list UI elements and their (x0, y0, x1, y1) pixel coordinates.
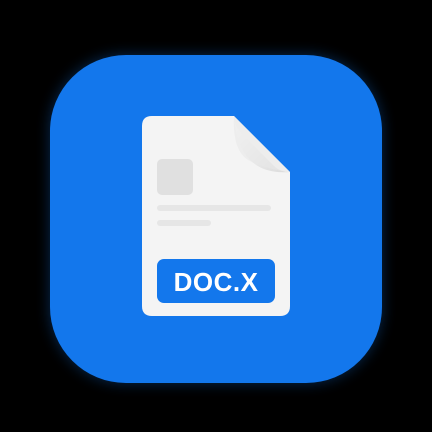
text-line-1 (157, 205, 271, 211)
file-type-badge: DOC.X (157, 259, 275, 303)
thumbnail-placeholder (157, 159, 193, 195)
text-line-2 (157, 220, 211, 226)
page-fold-shadow (233, 116, 290, 172)
